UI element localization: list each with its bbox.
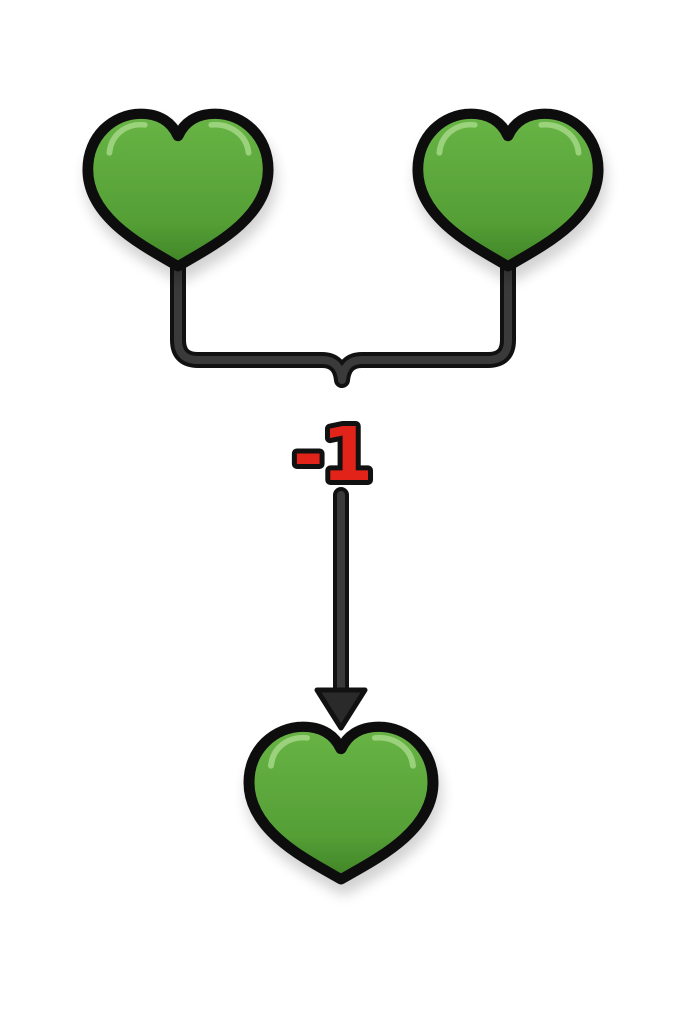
change-label-text: -1 [293, 412, 371, 498]
down-arrow-icon [314, 487, 368, 731]
merge-connector [170, 254, 516, 388]
change-label: -1 -1 [288, 407, 378, 503]
heart-icon-result [249, 727, 433, 880]
heart-icon-top-right [418, 114, 598, 267]
heart-icon-top-left [88, 114, 268, 267]
change-label-outline: -1 [293, 412, 371, 498]
bracket-line-inner [174, 258, 512, 384]
